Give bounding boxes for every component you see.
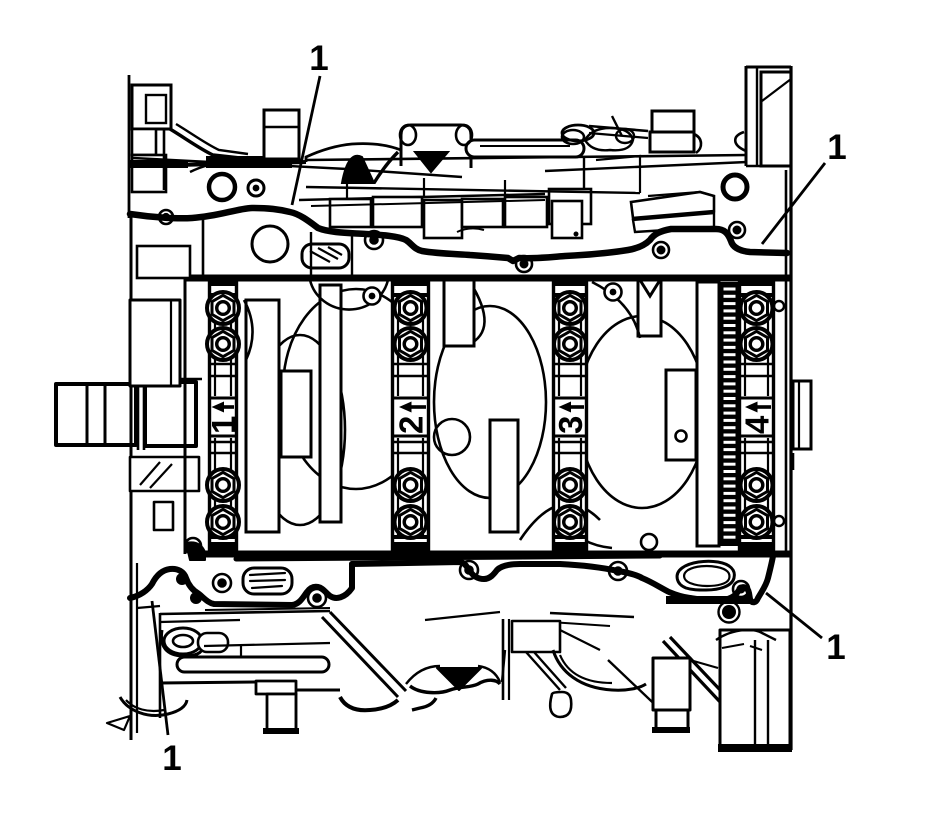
svg-text:1: 1 — [162, 739, 181, 778]
svg-text:1: 1 — [826, 628, 845, 667]
svg-text:1: 1 — [827, 128, 846, 167]
svg-text:1: 1 — [205, 416, 242, 434]
svg-text:1: 1 — [309, 39, 328, 78]
svg-text:2: 2 — [393, 416, 430, 434]
svg-text:4: 4 — [739, 415, 776, 434]
svg-text:3: 3 — [552, 416, 589, 434]
